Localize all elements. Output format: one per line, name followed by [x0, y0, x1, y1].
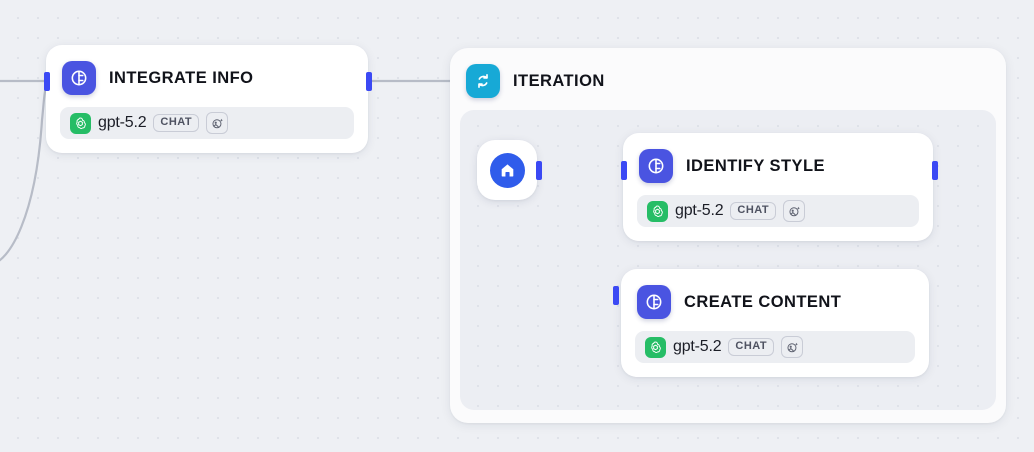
node-integrate-info[interactable]: INTEGRATE INFO gpt-5.2 CHAT [46, 45, 368, 153]
model-chip-row[interactable]: gpt-5.2 CHAT [637, 195, 919, 227]
image-sparkle-icon [781, 336, 804, 358]
iteration-title: ITERATION [513, 71, 605, 90]
image-sparkle-icon [206, 112, 229, 134]
node-header: INTEGRATE INFO [46, 45, 368, 95]
home-icon [489, 152, 525, 188]
llm-node-icon [62, 61, 96, 95]
model-chip-row[interactable]: gpt-5.2 CHAT [60, 107, 354, 139]
node-identify-style[interactable]: IDENTIFY STYLE gpt-5.2 CHAT [623, 133, 933, 241]
llm-node-icon [639, 149, 673, 183]
node-create-content[interactable]: CREATE CONTENT gpt-5.2 CHAT [621, 269, 929, 377]
model-mode-badge: CHAT [728, 338, 775, 356]
model-name: gpt-5.2 [673, 338, 722, 355]
handle-integrate-info-target[interactable] [44, 72, 50, 91]
model-name: gpt-5.2 [98, 114, 147, 131]
model-mode-badge: CHAT [153, 114, 200, 132]
model-mode-badge: CHAT [730, 202, 777, 220]
iteration-header: ITERATION [450, 48, 1006, 98]
node-header: CREATE CONTENT [621, 269, 929, 319]
node-header: IDENTIFY STYLE [623, 133, 933, 183]
node-title: INTEGRATE INFO [109, 68, 254, 87]
handle-identify-style-target[interactable] [621, 161, 627, 180]
handle-integrate-info-source[interactable] [366, 72, 372, 91]
handle-start-source[interactable] [536, 161, 542, 180]
llm-node-icon [637, 285, 671, 319]
node-title: IDENTIFY STYLE [686, 156, 825, 175]
model-chip-row[interactable]: gpt-5.2 CHAT [635, 331, 915, 363]
openai-logo-icon [647, 200, 668, 222]
image-sparkle-icon [783, 200, 806, 222]
edge-incoming-to-integrate-info [0, 79, 53, 262]
handle-create-content-target[interactable] [613, 286, 619, 305]
node-start[interactable] [477, 140, 537, 200]
handle-identify-style-source[interactable] [932, 161, 938, 180]
model-name: gpt-5.2 [675, 202, 724, 219]
openai-logo-icon [70, 112, 91, 134]
node-title: CREATE CONTENT [684, 292, 842, 311]
loop-refresh-icon [466, 64, 500, 98]
openai-logo-icon [645, 336, 666, 358]
